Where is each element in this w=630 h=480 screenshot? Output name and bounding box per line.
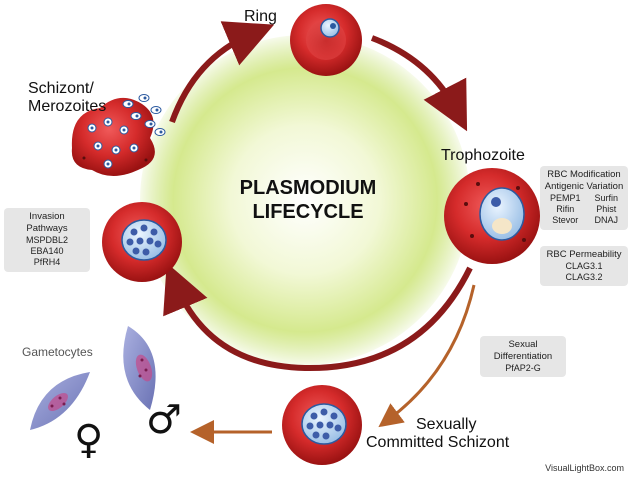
- rbc-modification-box: RBC Modification Antigenic Variation PEM…: [540, 166, 628, 230]
- invasion-item: PfRH4: [33, 257, 61, 268]
- rbc-mod-col-2: Surfin Phist DNAJ: [594, 193, 618, 227]
- female-symbol: ♀: [74, 417, 104, 463]
- rbc-mod-item: Stevor: [552, 215, 579, 226]
- rbc-mod-item: PEMP1: [550, 192, 581, 203]
- rbc-mod-item: Rifin: [556, 204, 575, 214]
- label-committed-line1: Sexually: [416, 416, 477, 433]
- invasion-title: Invasion Pathways: [26, 211, 68, 234]
- arrow-ring-to-trophozoite: [370, 35, 468, 132]
- credit-text: VisualLightBox.com: [545, 463, 624, 473]
- label-schizont: Schizont/ Merozoites: [28, 80, 106, 115]
- invasion-item: EBA140: [30, 246, 64, 256]
- arrow-trophozoite-to-schizont: [163, 262, 473, 372]
- trophozoite-cell: [444, 168, 540, 264]
- gametocyte-female: [30, 372, 90, 430]
- sexual-title-1: Sexual: [508, 339, 538, 350]
- label-trophozoite: Trophozoite: [441, 147, 525, 164]
- rbc-mod-title-2: Antigenic Variation: [544, 180, 624, 192]
- label-gametocytes: Gametocytes: [22, 345, 93, 359]
- label-schizont-line1: Schizont/: [28, 80, 94, 97]
- invasion-pathways-box: Invasion Pathways MSPDBL2 EBA140 PfRH4: [4, 208, 90, 272]
- committed-schizont-cell: [282, 385, 362, 465]
- label-committed-line2: Committed Schizont: [366, 433, 510, 451]
- gametocyte-male: [123, 326, 156, 410]
- rbc-mod-item: Surfin: [594, 192, 618, 203]
- label-committed-schizont: Sexually Committed Schizont: [366, 416, 536, 451]
- rbc-perm-item: CLAG3.2: [565, 272, 603, 283]
- invasion-item: MSPDBL2: [25, 234, 69, 245]
- sexual-title-2: Differentiation: [493, 350, 553, 362]
- sexual-differentiation-box: Sexual Differentiation PfAP2-G: [480, 336, 566, 377]
- rbc-mod-item: DNAJ: [594, 215, 618, 226]
- male-symbol: ♂: [146, 397, 182, 443]
- rbc-mod-col-1: PEMP1 Rifin Stevor: [550, 193, 581, 227]
- rbc-perm-item: CLAG3.1: [565, 260, 603, 271]
- rbc-perm-title: RBC Permeability: [546, 249, 622, 260]
- label-ring: Ring: [244, 8, 277, 25]
- merozoite-burst-cell: [71, 94, 166, 176]
- diagram-title: PLASMODIUM LIFECYCLE: [220, 176, 396, 224]
- rbc-mod-item: Phist: [596, 204, 617, 214]
- arrow-to-committed-schizont: [378, 284, 476, 428]
- ring-cell: [290, 4, 362, 76]
- center-glow: [140, 35, 470, 365]
- rbc-permeability-box: RBC Permeability CLAG3.1 CLAG3.2: [540, 246, 628, 287]
- schizont-cell: [102, 202, 182, 282]
- rbc-mod-title-1: RBC Modification: [547, 169, 621, 180]
- rbc-mod-grid: PEMP1 Rifin Stevor Surfin Phist DNAJ: [544, 193, 624, 227]
- title-line-1: PLASMODIUM: [239, 177, 377, 199]
- sexual-item: PfAP2-G: [505, 362, 541, 373]
- title-line-2: LIFECYCLE: [252, 201, 364, 223]
- arrow-merozoite-to-ring: [169, 21, 275, 124]
- label-schizont-line2: Merozoites: [28, 97, 107, 115]
